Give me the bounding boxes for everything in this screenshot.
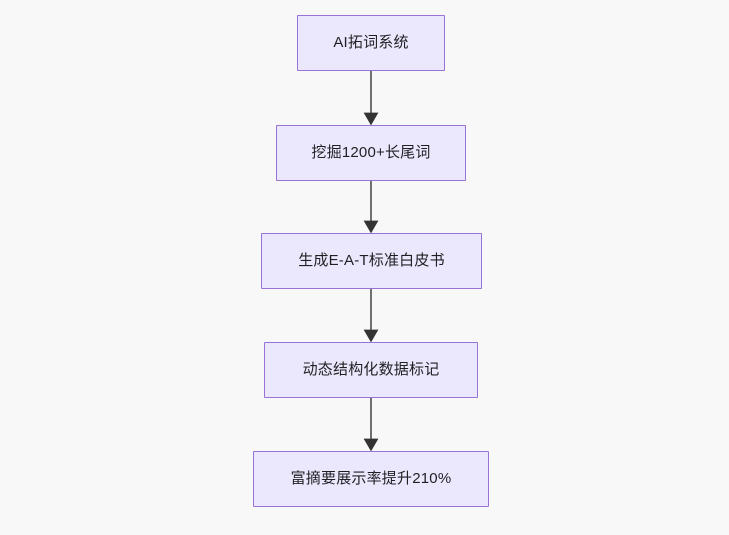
flow-node-mine-longtail-keywords[interactable]: 挖掘1200+长尾词 <box>276 125 466 181</box>
flow-node-label: AI拓词系统 <box>333 34 409 51</box>
flow-node-label: 动态结构化数据标记 <box>302 361 440 378</box>
flow-node-ai-keyword-system[interactable]: AI拓词系统 <box>297 15 445 71</box>
flow-node-label: 生成E-A-T标准白皮书 <box>298 252 445 269</box>
flow-node-rich-snippet-impression-uplift[interactable]: 富摘要展示率提升210% <box>253 451 489 507</box>
flow-node-dynamic-structured-data-markup[interactable]: 动态结构化数据标记 <box>264 342 478 398</box>
flow-node-label: 富摘要展示率提升210% <box>290 470 452 487</box>
flow-node-label: 挖掘1200+长尾词 <box>311 144 431 161</box>
flow-node-generate-eat-whitepaper[interactable]: 生成E-A-T标准白皮书 <box>261 233 482 289</box>
